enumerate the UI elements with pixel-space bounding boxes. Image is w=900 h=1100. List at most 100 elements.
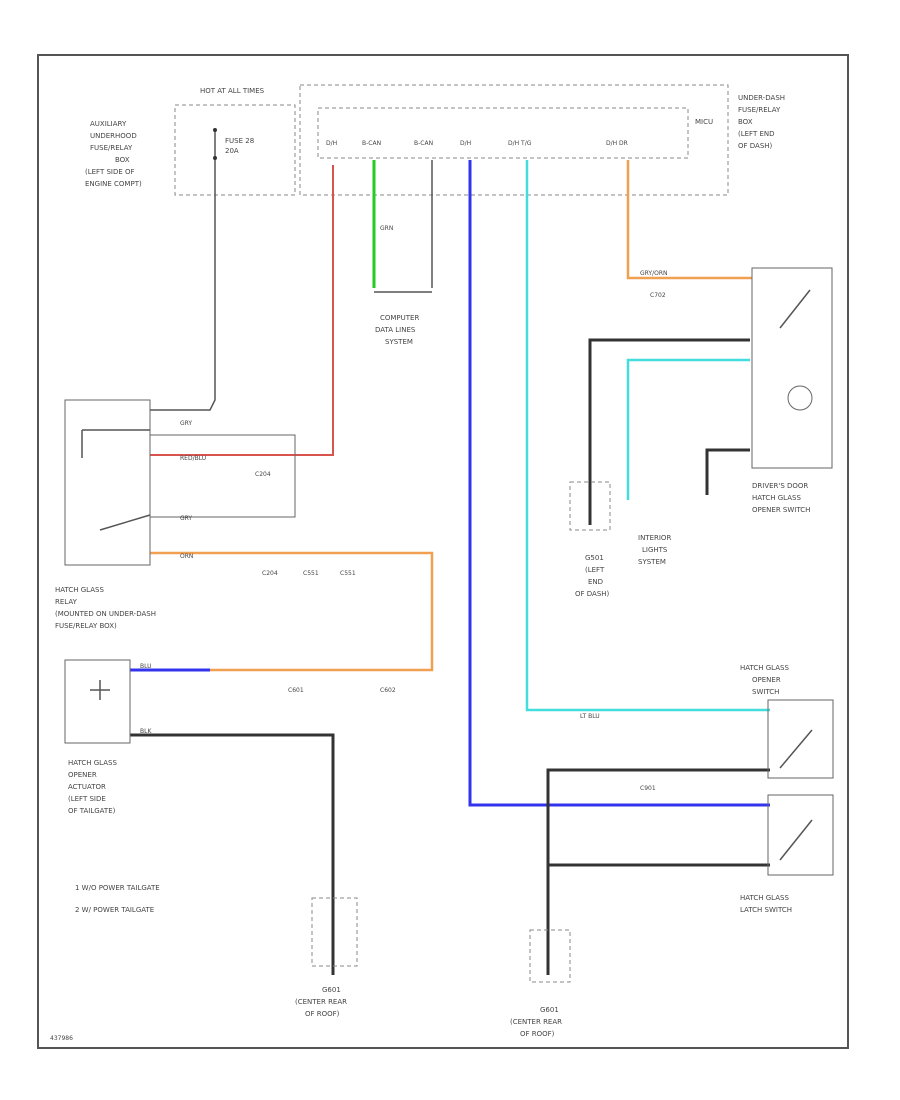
fuse-label: FUSE 28: [225, 137, 254, 145]
orange-relay-wire: [130, 551, 434, 672]
svg-text:LIGHTS: LIGHTS: [642, 546, 668, 554]
wire-label-gry: GRY: [180, 420, 192, 427]
blue-wire: [468, 160, 770, 807]
auxiliary-fuse-box: [174, 104, 296, 196]
micu-label: MICU: [695, 118, 713, 126]
svg-text:ENGINE COMPT): ENGINE COMPT): [85, 180, 142, 188]
actuator-box: [64, 659, 131, 744]
lightblue-wire: [525, 160, 770, 712]
wire-label-redblu: RED/BLU: [180, 455, 206, 462]
latch-switch-box: [767, 794, 834, 876]
interior-lights-label: INTERIOR LIGHTS SYSTEM: [638, 534, 671, 566]
svg-text:FUSE/RELAY: FUSE/RELAY: [738, 106, 781, 114]
wire-label-grn: GRN: [380, 225, 393, 232]
driver-black-wire-2: [705, 448, 750, 495]
svg-text:UNDER-DASH: UNDER-DASH: [738, 94, 785, 102]
svg-text:G601: G601: [322, 986, 341, 994]
relay-label: HATCH GLASS RELAY (MOUNTED ON UNDER-DASH…: [55, 586, 156, 630]
connector-c602: C602: [380, 687, 396, 694]
figure-id: 437986: [50, 1035, 73, 1042]
fuse-node: [213, 128, 217, 132]
svg-text:HATCH GLASS: HATCH GLASS: [68, 759, 117, 767]
relay-box: [64, 399, 151, 566]
connector-c204: C204: [255, 471, 271, 478]
aux-box-name: AUXILIARY UNDERHOOD FUSE/RELAY BOX (LEFT…: [85, 120, 142, 188]
svg-text:INTERIOR: INTERIOR: [638, 534, 671, 542]
wire-label-ltblu: LT BLU: [580, 713, 600, 720]
g601a-label: G601 (CENTER REAR OF ROOF): [295, 986, 347, 1018]
switch-contact: [779, 289, 811, 329]
driver-black-wire: [588, 338, 750, 525]
term-6: D/H DR: [606, 140, 628, 147]
hot-label: HOT AT ALL TIMES: [200, 87, 265, 95]
wire-label-blu: BLU: [140, 663, 152, 670]
connector-c551: C551: [303, 570, 319, 577]
svg-text:BOX: BOX: [738, 118, 753, 126]
svg-text:COMPUTER: COMPUTER: [380, 314, 419, 322]
svg-text:RELAY: RELAY: [55, 598, 78, 606]
actuator-label: HATCH GLASS OPENER ACTUATOR (LEFT SIDE O…: [68, 759, 117, 815]
red-wire: [150, 165, 334, 456]
svg-text:OPENER SWITCH: OPENER SWITCH: [752, 506, 810, 514]
svg-text:(CENTER REAR: (CENTER REAR: [295, 998, 347, 1006]
svg-text:(LEFT END: (LEFT END: [738, 130, 775, 138]
underdash-box-name: UNDER-DASH FUSE/RELAY BOX (LEFT END OF D…: [738, 94, 785, 150]
wire-label-gry-2: GRY: [180, 515, 192, 522]
latch-black-wire: [546, 768, 770, 975]
g601b-label: G601 (CENTER REAR OF ROOF): [510, 1006, 562, 1038]
actuator-symbol: [90, 680, 110, 700]
svg-text:FUSE/RELAY BOX): FUSE/RELAY BOX): [55, 622, 117, 630]
svg-text:OF DASH): OF DASH): [738, 142, 773, 150]
wire-label-orn: ORN: [180, 553, 193, 560]
svg-text:DRIVER'S DOOR: DRIVER'S DOOR: [752, 482, 808, 490]
note-2: 2 W/ POWER TAILGATE: [75, 906, 154, 914]
drivers-door-switch: [751, 267, 833, 469]
fuse-wire: [150, 130, 216, 411]
g501-label: G501 (LEFT END OF DASH): [575, 554, 610, 598]
opener-switch-contact: [779, 729, 813, 769]
c204-box: [149, 434, 296, 518]
term-5: D/H T/G: [508, 140, 532, 147]
latch-switch-label: HATCH GLASS LATCH SWITCH: [740, 894, 792, 914]
connector-c551-2: C551: [340, 570, 356, 577]
svg-text:HATCH GLASS: HATCH GLASS: [55, 586, 104, 594]
svg-text:SWITCH: SWITCH: [752, 688, 779, 696]
wire-label-gryorn: GRY/ORN: [640, 270, 668, 277]
svg-text:FUSE/RELAY: FUSE/RELAY: [90, 144, 133, 152]
fuse-box-text: HOT AT ALL TIMES FUSE 28 20A MICU D/H B-…: [200, 87, 713, 155]
connector-c901: C901: [640, 785, 656, 792]
opener-switch-box: [767, 699, 834, 779]
svg-text:OPENER: OPENER: [752, 676, 781, 684]
svg-text:OF ROOF): OF ROOF): [305, 1010, 340, 1018]
micu-box: [317, 107, 689, 159]
diagram-frame: [37, 54, 849, 1049]
relay-coil: [81, 429, 151, 531]
svg-text:AUXILIARY: AUXILIARY: [90, 120, 127, 128]
term-2: B-CAN: [362, 140, 381, 147]
svg-text:HATCH GLASS: HATCH GLASS: [740, 664, 789, 672]
svg-text:(LEFT SIDE: (LEFT SIDE: [68, 795, 106, 803]
lightblue-interior-wire: [626, 358, 750, 500]
g501-ground: [569, 481, 611, 531]
svg-text:SYSTEM: SYSTEM: [385, 338, 413, 346]
orange-top-wire: [626, 160, 752, 280]
svg-text:UNDERHOOD: UNDERHOOD: [90, 132, 137, 140]
svg-text:END: END: [588, 578, 603, 586]
connector-c601: C601: [288, 687, 304, 694]
term-1: D/H: [326, 140, 337, 147]
svg-text:LATCH SWITCH: LATCH SWITCH: [740, 906, 792, 914]
note-1: 1 W/O POWER TAILGATE: [75, 884, 160, 892]
fuse-node-2: [213, 156, 217, 160]
svg-text:(CENTER REAR: (CENTER REAR: [510, 1018, 562, 1026]
term-4: D/H: [460, 140, 471, 147]
under-dash-fuse-box: [299, 84, 729, 196]
svg-text:HATCH GLASS: HATCH GLASS: [752, 494, 801, 502]
latch-switch-contact: [779, 819, 813, 861]
svg-text:G601: G601: [540, 1006, 559, 1014]
fuse-amp-label: 20A: [225, 147, 239, 155]
svg-text:ACTUATOR: ACTUATOR: [68, 783, 106, 791]
svg-text:DATA LINES: DATA LINES: [375, 326, 416, 334]
svg-text:G501: G501: [585, 554, 604, 562]
svg-text:SYSTEM: SYSTEM: [638, 558, 666, 566]
svg-text:OF ROOF): OF ROOF): [520, 1030, 555, 1038]
